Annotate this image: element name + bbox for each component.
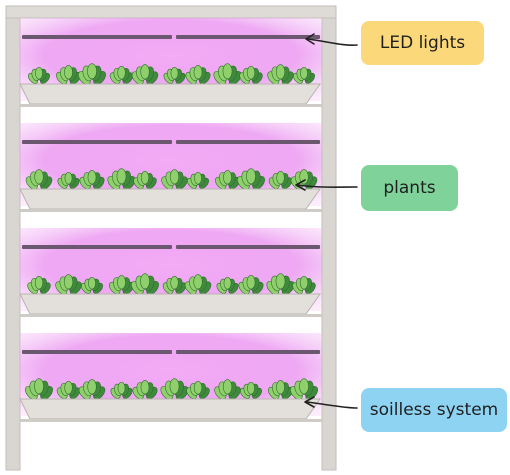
plant [185,65,211,85]
plant [109,275,134,295]
plant [237,168,265,190]
plant [131,273,159,295]
shelves [19,18,322,422]
led-bar [22,245,172,249]
plant [240,381,262,399]
shelf-rail [20,104,322,107]
plant [163,66,186,84]
plant [110,381,133,399]
plant [268,380,293,400]
soilless-arrowhead [304,396,315,408]
plant [79,170,105,190]
led-bar [176,140,320,144]
plant [57,171,80,189]
plant [55,274,82,295]
plant [78,63,106,85]
plant [28,66,50,84]
led-bar [22,350,172,354]
led-arrowhead [305,33,315,45]
soilless-system-label: soilless system [361,388,507,432]
plant [239,66,263,84]
led-arrow [307,38,358,46]
plant [187,171,209,189]
plant [184,274,212,295]
led-bar [22,35,172,39]
plant [131,64,159,85]
plant [27,276,51,294]
planter-trough [19,398,321,420]
frame-right-post [321,7,337,471]
plant [56,381,81,399]
frame-top-bar [5,5,337,19]
plant [290,378,318,400]
led-bar [176,35,320,39]
plant [78,379,106,400]
plant [109,66,134,84]
plant [56,65,81,85]
planter-trough [19,293,321,315]
plant [132,380,158,400]
led-bar [22,140,172,144]
soilless-arrow [306,401,358,409]
plant [267,64,294,85]
plant [266,273,295,295]
plant [215,170,240,190]
shelf-rail [20,209,322,212]
plant [133,171,157,189]
led-bar [176,245,320,249]
planter-trough [19,188,321,210]
planter-trough [19,83,321,105]
plants-arrowhead [295,179,306,191]
plant [268,171,293,189]
plant [290,169,318,190]
plant [81,276,103,294]
frame-left-post [5,7,21,471]
plant [25,169,53,190]
plant [186,381,210,399]
plant [162,276,187,294]
shelf-rail [20,314,322,317]
plant [292,276,316,294]
plant [293,66,315,84]
plants-arrow [297,184,358,188]
plant [238,275,264,295]
led-lights-label: LED lights [361,21,484,65]
plant [107,168,136,190]
plants-label: plants [361,165,458,211]
plant [161,169,188,190]
shelf-rail [20,419,322,422]
plant [214,379,241,400]
plant [216,276,239,294]
led-bar [176,350,320,354]
